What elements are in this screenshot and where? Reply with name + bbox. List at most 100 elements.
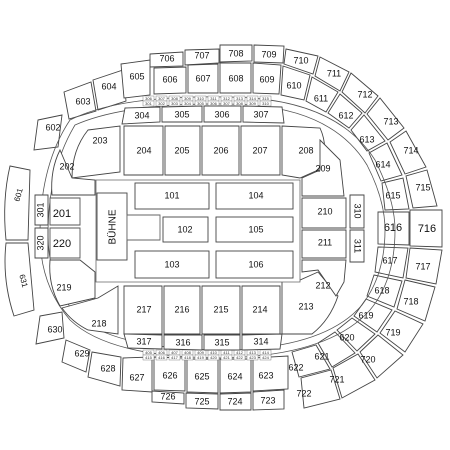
section-603[interactable]	[63, 81, 97, 120]
section-619[interactable]	[353, 298, 393, 333]
section-630[interactable]	[35, 311, 65, 345]
section-719[interactable]	[379, 310, 424, 353]
section-106[interactable]	[215, 250, 294, 279]
section-711[interactable]	[314, 56, 350, 92]
section-205[interactable]	[164, 125, 201, 176]
section-607[interactable]	[187, 63, 219, 94]
section-623[interactable]	[252, 355, 289, 392]
row-block[interactable]	[259, 100, 272, 107]
section-726[interactable]	[151, 390, 185, 405]
section-202[interactable]	[51, 148, 96, 196]
section-211[interactable]	[301, 229, 347, 259]
section-209[interactable]	[301, 138, 345, 197]
section-609[interactable]	[252, 62, 282, 95]
section-722[interactable]	[300, 369, 341, 409]
section-615[interactable]	[381, 177, 410, 211]
section-306[interactable]	[203, 105, 242, 123]
section-622[interactable]	[291, 344, 331, 378]
section-608[interactable]	[219, 62, 252, 94]
section-210[interactable]	[301, 197, 347, 229]
section-315[interactable]	[203, 334, 241, 351]
section-718[interactable]	[396, 279, 436, 322]
section-216[interactable]	[163, 285, 201, 335]
row-block[interactable]	[181, 354, 194, 361]
section-631[interactable]	[4, 242, 35, 317]
label-211: 211	[318, 237, 332, 247]
section-317[interactable]	[123, 333, 163, 350]
section-708[interactable]	[219, 44, 253, 63]
row-block[interactable]	[246, 354, 259, 361]
section-605[interactable]	[120, 59, 151, 99]
section-219[interactable]	[49, 259, 96, 307]
section-612[interactable]	[327, 93, 363, 129]
section-601[interactable]	[4, 165, 31, 241]
section-206[interactable]	[201, 125, 240, 176]
section-305[interactable]	[161, 105, 203, 123]
section-101[interactable]	[134, 182, 210, 210]
section-620[interactable]	[336, 317, 376, 352]
section-307[interactable]	[242, 105, 285, 124]
section-721[interactable]	[332, 353, 376, 399]
section-712[interactable]	[341, 72, 379, 114]
section-614[interactable]	[368, 142, 403, 182]
section-724[interactable]	[219, 392, 252, 411]
section-212[interactable]	[301, 259, 347, 297]
section-611[interactable]	[305, 76, 339, 113]
row-block[interactable]	[168, 100, 181, 107]
section-320[interactable]	[34, 227, 49, 259]
section-629[interactable]	[61, 339, 91, 373]
section-214[interactable]	[241, 285, 281, 335]
section-201[interactable]	[49, 197, 81, 226]
row-block[interactable]	[220, 354, 233, 361]
section-217[interactable]	[123, 285, 163, 335]
section-710[interactable]	[283, 48, 319, 75]
row-block[interactable]	[233, 354, 246, 361]
section-311[interactable]	[349, 229, 365, 263]
section-104[interactable]	[215, 182, 294, 210]
section-203[interactable]	[71, 125, 121, 179]
section-616[interactable]	[377, 211, 410, 246]
section-618[interactable]	[366, 274, 403, 308]
section-627[interactable]	[121, 356, 153, 393]
stage[interactable]	[96, 192, 128, 261]
row-block[interactable]	[194, 354, 207, 361]
section-628[interactable]	[87, 351, 122, 387]
row-block[interactable]	[155, 100, 168, 107]
section-602[interactable]	[33, 114, 63, 151]
row-block[interactable]	[259, 354, 272, 361]
row-block[interactable]	[168, 354, 181, 361]
section-301[interactable]	[34, 194, 49, 226]
section-714[interactable]	[389, 130, 427, 175]
section-606[interactable]	[153, 66, 187, 95]
section-215[interactable]	[201, 285, 241, 335]
section-621[interactable]	[317, 331, 356, 368]
section-613[interactable]	[350, 114, 386, 152]
row-block[interactable]	[155, 354, 168, 361]
section-716[interactable]	[409, 209, 443, 248]
section-709[interactable]	[253, 44, 285, 64]
section-604[interactable]	[92, 69, 127, 111]
section-717[interactable]	[405, 247, 443, 285]
section-316[interactable]	[163, 334, 203, 351]
label-622: 622	[288, 362, 303, 372]
section-713[interactable]	[366, 97, 405, 141]
section-207[interactable]	[240, 125, 281, 176]
row-block[interactable]	[142, 100, 155, 107]
section-707[interactable]	[184, 48, 220, 66]
section-103[interactable]	[134, 250, 210, 279]
section-105[interactable]	[215, 216, 294, 243]
section-610[interactable]	[280, 65, 311, 101]
section-220[interactable]	[49, 227, 81, 259]
section-102[interactable]	[162, 216, 209, 243]
section-725[interactable]	[185, 392, 219, 410]
section-310[interactable]	[349, 194, 365, 229]
row-block[interactable]	[142, 354, 155, 361]
section-715[interactable]	[405, 169, 438, 209]
section-723[interactable]	[252, 389, 285, 411]
section-625[interactable]	[186, 358, 219, 394]
row-block[interactable]	[207, 354, 220, 361]
section-218[interactable]	[61, 285, 119, 335]
section-204[interactable]	[123, 125, 164, 176]
section-304[interactable]	[121, 106, 161, 125]
section-720[interactable]	[359, 334, 404, 379]
